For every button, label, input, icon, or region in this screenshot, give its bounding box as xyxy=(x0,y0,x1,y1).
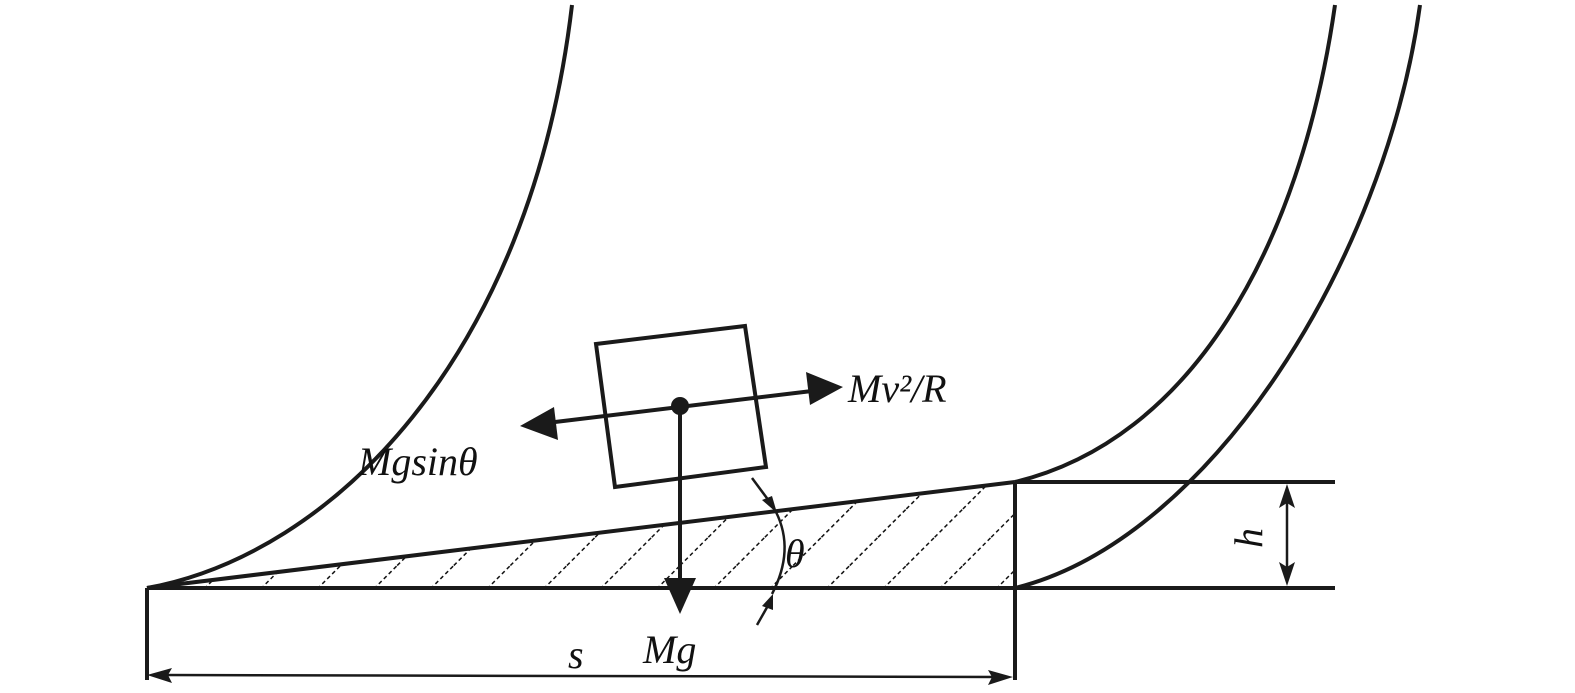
gravity-label: Mg xyxy=(642,627,696,672)
angle-label: θ xyxy=(785,531,805,576)
center-of-mass-dot xyxy=(671,397,689,415)
force-arrows xyxy=(520,372,843,614)
centripetal-force-label: Mv²/R xyxy=(847,366,947,411)
length-label: s xyxy=(568,632,584,677)
centripetal-arrowhead xyxy=(806,372,843,405)
s-dimension xyxy=(147,668,1013,685)
track-curve-left xyxy=(146,4,574,590)
track-curve-right-outer xyxy=(1014,4,1422,590)
gravity-component-label: Mgsinθ xyxy=(357,439,478,484)
gravity-arrowhead xyxy=(664,578,696,614)
h-dimension xyxy=(1279,484,1295,586)
hatched-slope xyxy=(146,480,1016,590)
angle-arc xyxy=(750,477,786,626)
vehicle-block xyxy=(593,323,769,490)
gravity-component-arrowhead xyxy=(520,407,558,440)
track-curve-right-inner xyxy=(1014,4,1337,484)
height-label: h xyxy=(1226,528,1271,548)
